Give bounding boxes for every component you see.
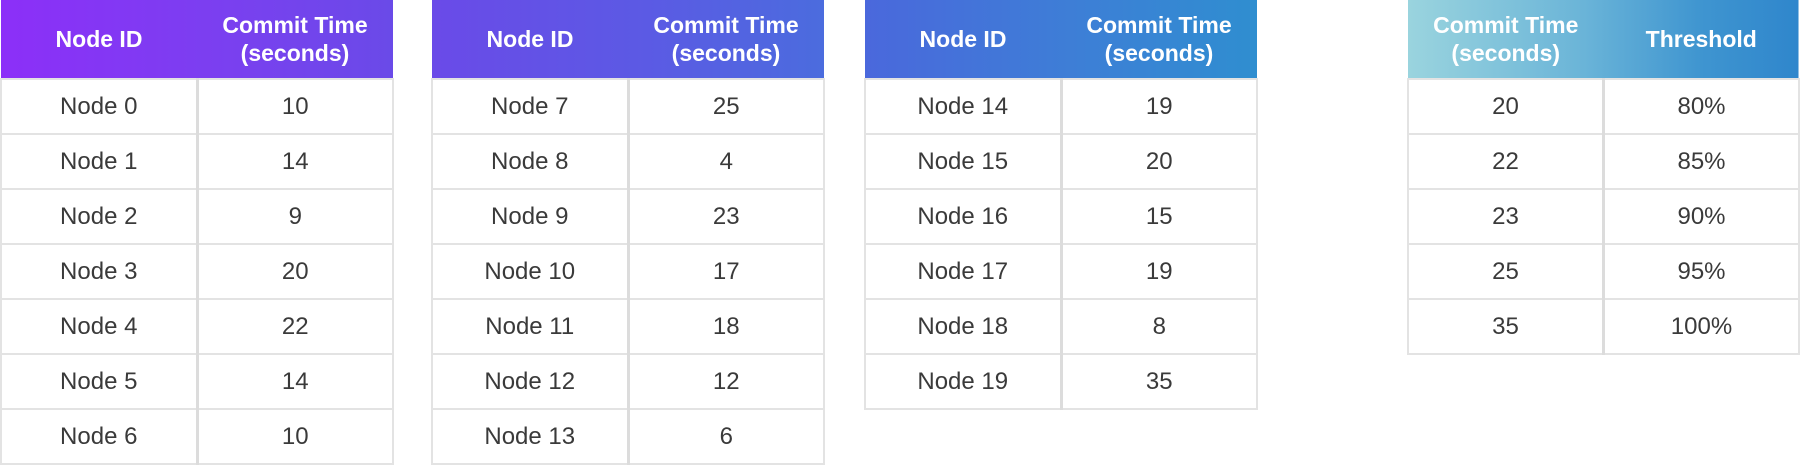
node-id-cell: Node 0 [0,78,198,135]
commit-time-cell: 6 [626,408,825,465]
commit-time-cell: 35 [1059,353,1258,410]
threshold-cell: 90% [1601,188,1800,245]
node-id-cell: Node 14 [864,78,1062,135]
header-threshold: Threshold [1645,26,1757,52]
commit-time-cell: 14 [195,133,394,190]
node-id-cell: Node 11 [431,298,629,355]
header-commit-time: Commit Time(seconds) [653,12,799,66]
node-id-cell: Node 15 [864,133,1062,190]
commit-time-cell: 22 [195,298,394,355]
node-id-cell: Node 17 [864,243,1062,300]
commit-time-cell: 14 [195,353,394,410]
commit-time-cell: 18 [626,298,825,355]
commit-time-cell: 20 [1059,133,1258,190]
node-id-cell: Node 9 [431,188,629,245]
commit-time-cell: 25 [626,78,825,135]
header-commit-time: Commit Time(seconds) [222,12,368,66]
threshold-cell: 100% [1601,298,1800,355]
node-id-cell: Node 16 [864,188,1062,245]
commit-time-cell: 35 [1406,298,1605,355]
threshold-cell: 85% [1601,133,1800,190]
commit-time-cell: 10 [195,408,394,465]
node-id-cell: Node 1 [0,133,198,190]
commit-time-cell: 19 [1059,78,1258,135]
header-node-id: Node ID [486,26,574,52]
commit-time-cell: 10 [195,78,394,135]
commit-time-cell: 4 [626,133,825,190]
commit-time-cell: 17 [626,243,825,300]
commit-time-cell: 23 [626,188,825,245]
header-row: Node ID Commit Time(seconds) [865,0,1257,79]
header-row: Node ID Commit Time(seconds) [432,0,824,79]
node-id-cell: Node 5 [0,353,198,410]
node-id-cell: Node 3 [0,243,198,300]
threshold-cell: 80% [1601,78,1800,135]
header-node-id: Node ID [55,26,143,52]
node-id-cell: Node 19 [864,353,1062,410]
commit-time-cell: 20 [1406,78,1605,135]
commit-time-cell: 22 [1406,133,1605,190]
node-id-cell: Node 6 [0,408,198,465]
node-id-cell: Node 18 [864,298,1062,355]
threshold-cell: 95% [1601,243,1800,300]
node-id-cell: Node 13 [431,408,629,465]
header-row: Node ID Commit Time(seconds) [1,0,393,79]
commit-time-cell: 15 [1059,188,1258,245]
commit-time-cell: 25 [1406,243,1605,300]
commit-time-cell: 9 [195,188,394,245]
node-id-cell: Node 12 [431,353,629,410]
node-id-cell: Node 10 [431,243,629,300]
header-node-id: Node ID [919,26,1007,52]
node-id-cell: Node 8 [431,133,629,190]
node-id-cell: Node 7 [431,78,629,135]
node-id-cell: Node 2 [0,188,198,245]
commit-time-cell: 23 [1406,188,1605,245]
header-commit-time: Commit Time(seconds) [1433,12,1579,66]
commit-time-cell: 12 [626,353,825,410]
commit-time-cell: 19 [1059,243,1258,300]
commit-time-cell: 20 [195,243,394,300]
commit-time-cell: 8 [1059,298,1258,355]
header-commit-time: Commit Time(seconds) [1086,12,1232,66]
header-row: Commit Time(seconds) Threshold [1408,0,1799,79]
node-id-cell: Node 4 [0,298,198,355]
